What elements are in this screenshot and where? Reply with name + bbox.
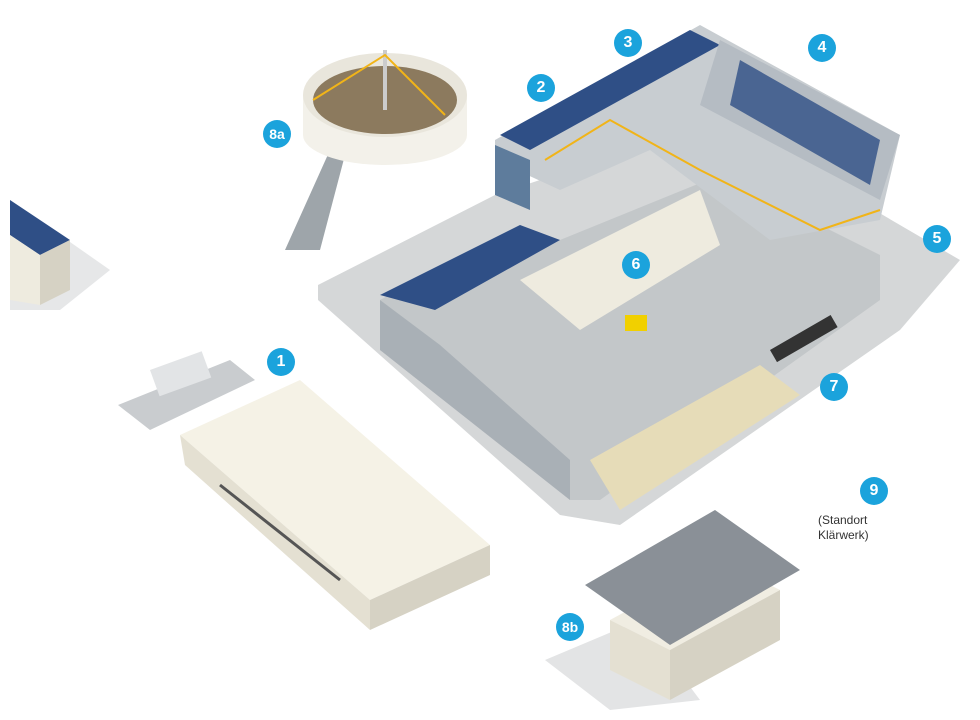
marker-7[interactable]: 7 — [820, 373, 848, 401]
digester-tank — [285, 50, 467, 250]
marker-9[interactable]: 9 — [860, 477, 888, 505]
truck — [150, 351, 212, 397]
truck-pad — [118, 360, 255, 430]
bunker-boxes — [520, 190, 720, 330]
solar-roof-front — [380, 225, 560, 310]
solar-carport — [10, 200, 70, 305]
storage-area — [590, 365, 800, 510]
location-note-line1: (Standort — [818, 513, 868, 527]
marker-4[interactable]: 4 — [808, 34, 836, 62]
reception-hall — [180, 380, 490, 630]
marker-8a[interactable]: 8a — [263, 120, 291, 148]
marker-3[interactable]: 3 — [614, 29, 642, 57]
loader — [625, 315, 647, 331]
pipe — [769, 315, 838, 363]
marker-1[interactable]: 1 — [267, 348, 295, 376]
location-note-line2: Klärwerk) — [818, 528, 869, 542]
marker-8b[interactable]: 8b — [556, 613, 584, 641]
process-building — [495, 25, 900, 240]
marker-2[interactable]: 2 — [527, 74, 555, 102]
main-hall-wall — [380, 300, 570, 500]
marker-5[interactable]: 5 — [923, 225, 951, 253]
marker-6[interactable]: 6 — [622, 251, 650, 279]
building-8b — [545, 510, 800, 710]
location-note: (Standort Klärwerk) — [818, 513, 869, 543]
